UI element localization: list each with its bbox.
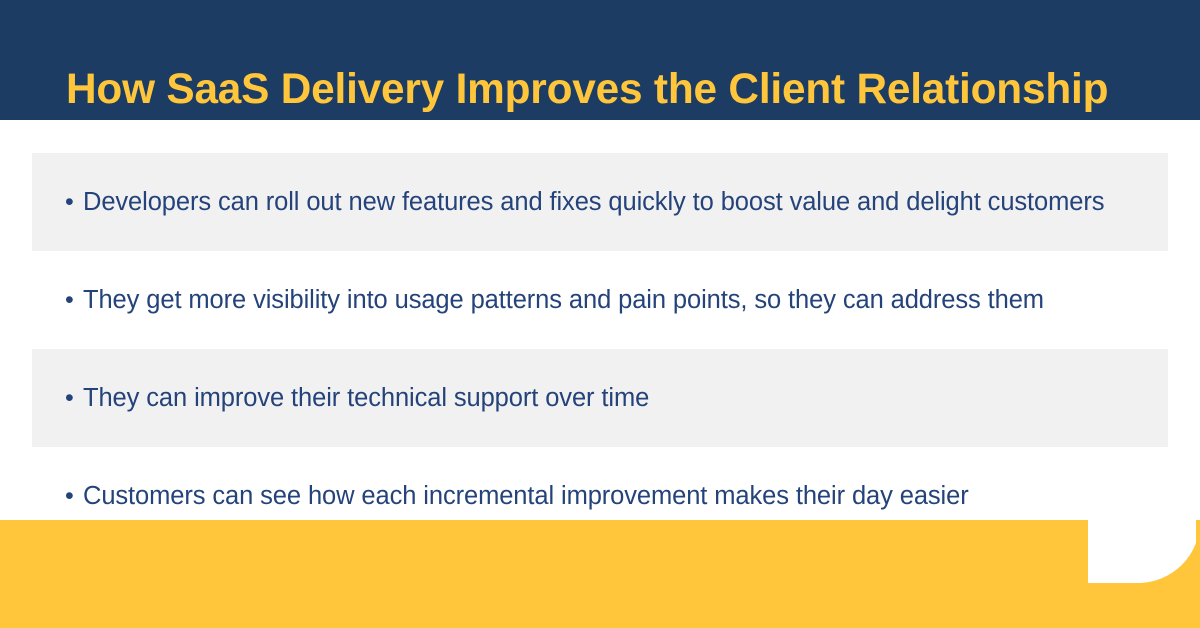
- bullet-point-icon: •: [65, 383, 74, 412]
- list-item-label: Customers can see how each incremental i…: [83, 482, 969, 510]
- list-item: • They can improve their technical suppo…: [32, 349, 1168, 447]
- bullet-point-icon: •: [65, 187, 74, 216]
- bullet-point-icon: •: [65, 481, 74, 510]
- bullet-point-icon: •: [65, 285, 74, 314]
- list-item-label: They can improve their technical support…: [83, 384, 650, 412]
- footer-accent-band: [0, 520, 1200, 628]
- header-banner: How SaaS Delivery Improves the Client Re…: [0, 0, 1200, 120]
- list-item: • Customers can see how each incremental…: [32, 447, 1168, 545]
- page-title: How SaaS Delivery Improves the Client Re…: [66, 64, 1109, 113]
- list-item: • Developers can roll out new features a…: [32, 153, 1168, 251]
- list-item: • They get more visibility into usage pa…: [32, 251, 1168, 349]
- list-item-label: Developers can roll out new features and…: [83, 188, 1105, 216]
- bullet-list: • Developers can roll out new features a…: [0, 120, 1200, 583]
- list-item-label: They get more visibility into usage patt…: [83, 286, 1044, 314]
